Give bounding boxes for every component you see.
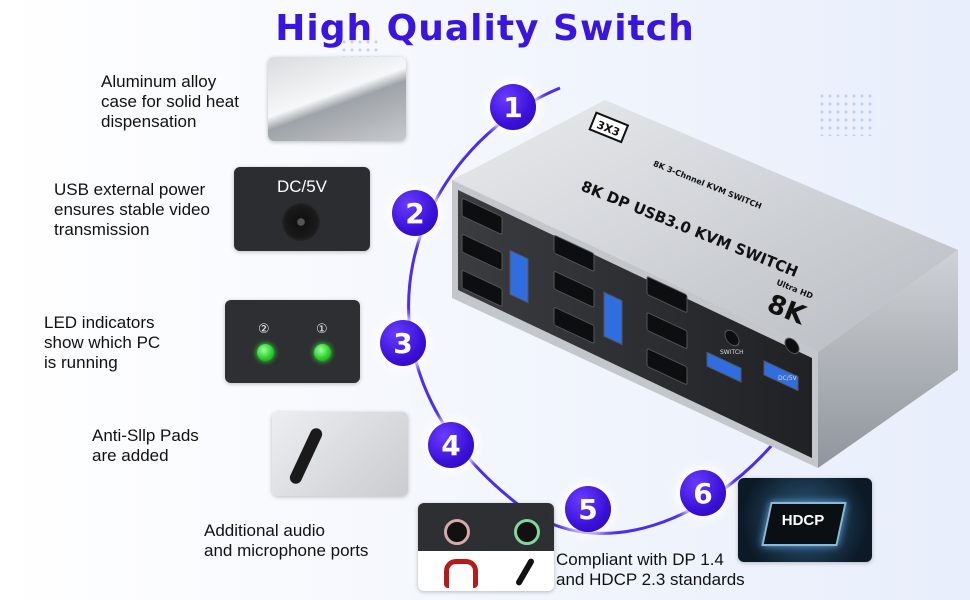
mic-stick-icon bbox=[514, 557, 536, 587]
microphone-jack-icon bbox=[444, 519, 470, 545]
feature-3-text: LED indicators show which PC is running bbox=[44, 313, 160, 373]
rubber-pad-icon bbox=[287, 426, 325, 486]
device-ports bbox=[461, 198, 800, 392]
hdcp-chip-inset: HDCP bbox=[738, 478, 872, 562]
port-label-dc: DC/5V bbox=[778, 375, 798, 382]
feature-3-line: is running bbox=[44, 353, 118, 372]
feature-1-line: Aluminum alloy bbox=[101, 72, 217, 91]
led-light-2 bbox=[257, 344, 274, 361]
device-side bbox=[818, 250, 958, 468]
led-label-2: ② bbox=[258, 322, 270, 337]
led-light-1 bbox=[314, 344, 331, 361]
aluminum-case-inset bbox=[268, 57, 406, 141]
dc-label: DC/5V bbox=[276, 177, 328, 196]
feature-4-line: are added bbox=[92, 446, 169, 465]
feature-1-line: dispensation bbox=[101, 112, 197, 131]
feature-1-text: Aluminum alloy case for solid heat dispe… bbox=[101, 72, 239, 132]
anti-slip-pad-inset bbox=[272, 412, 408, 496]
feature-badge-5: 5 bbox=[565, 486, 611, 532]
feature-3-line: LED indicators bbox=[44, 313, 155, 332]
feature-5-line: Additional audio bbox=[204, 521, 325, 540]
device-badge-3x3 bbox=[588, 111, 630, 144]
feature-6-line: Compliant with DP 1.4 bbox=[556, 550, 724, 569]
audio-ports-inset bbox=[418, 503, 554, 591]
feature-6-text: Compliant with DP 1.4 and HDCP 2.3 stand… bbox=[556, 550, 745, 590]
led-label-1: ① bbox=[316, 322, 328, 337]
feature-4-line: Anti-Sllp Pads bbox=[92, 426, 199, 445]
feature-2-line: ensures stable video bbox=[54, 200, 210, 219]
feature-badge-6: 6 bbox=[680, 470, 726, 516]
feature-badge-1: 1 bbox=[490, 84, 536, 130]
feature-2-text: USB external power ensures stable video … bbox=[54, 180, 210, 240]
led-indicator-inset: ② ① bbox=[225, 300, 360, 383]
feature-5-line: and microphone ports bbox=[204, 541, 369, 560]
speaker-jack-icon bbox=[514, 519, 540, 545]
dc-port-icon bbox=[282, 203, 320, 241]
feature-ring bbox=[407, 86, 780, 535]
device-top bbox=[452, 100, 958, 352]
port-label-switch: SWITCH bbox=[720, 349, 744, 356]
feature-2-line: USB external power bbox=[54, 180, 206, 199]
dc-power-inset: DC/5V bbox=[234, 167, 370, 251]
feature-3-line: show which PC bbox=[44, 333, 161, 352]
device-front-panel bbox=[458, 190, 812, 458]
feature-6-line: and HDCP 2.3 standards bbox=[556, 570, 745, 589]
feature-badge-3: 3 bbox=[380, 320, 426, 366]
feature-badge-4: 4 bbox=[428, 422, 474, 468]
feature-1-line: case for solid heat bbox=[101, 92, 239, 111]
feature-4-text: Anti-Sllp Pads are added bbox=[92, 426, 199, 466]
decor-dot-grid bbox=[818, 92, 874, 136]
feature-badge-2: 2 bbox=[392, 190, 438, 236]
feature-2-line: transmission bbox=[54, 220, 150, 239]
hdcp-label: HDCP bbox=[781, 512, 825, 529]
feature-5-text: Additional audio and microphone ports bbox=[204, 521, 368, 561]
headphones-icon bbox=[444, 559, 478, 588]
